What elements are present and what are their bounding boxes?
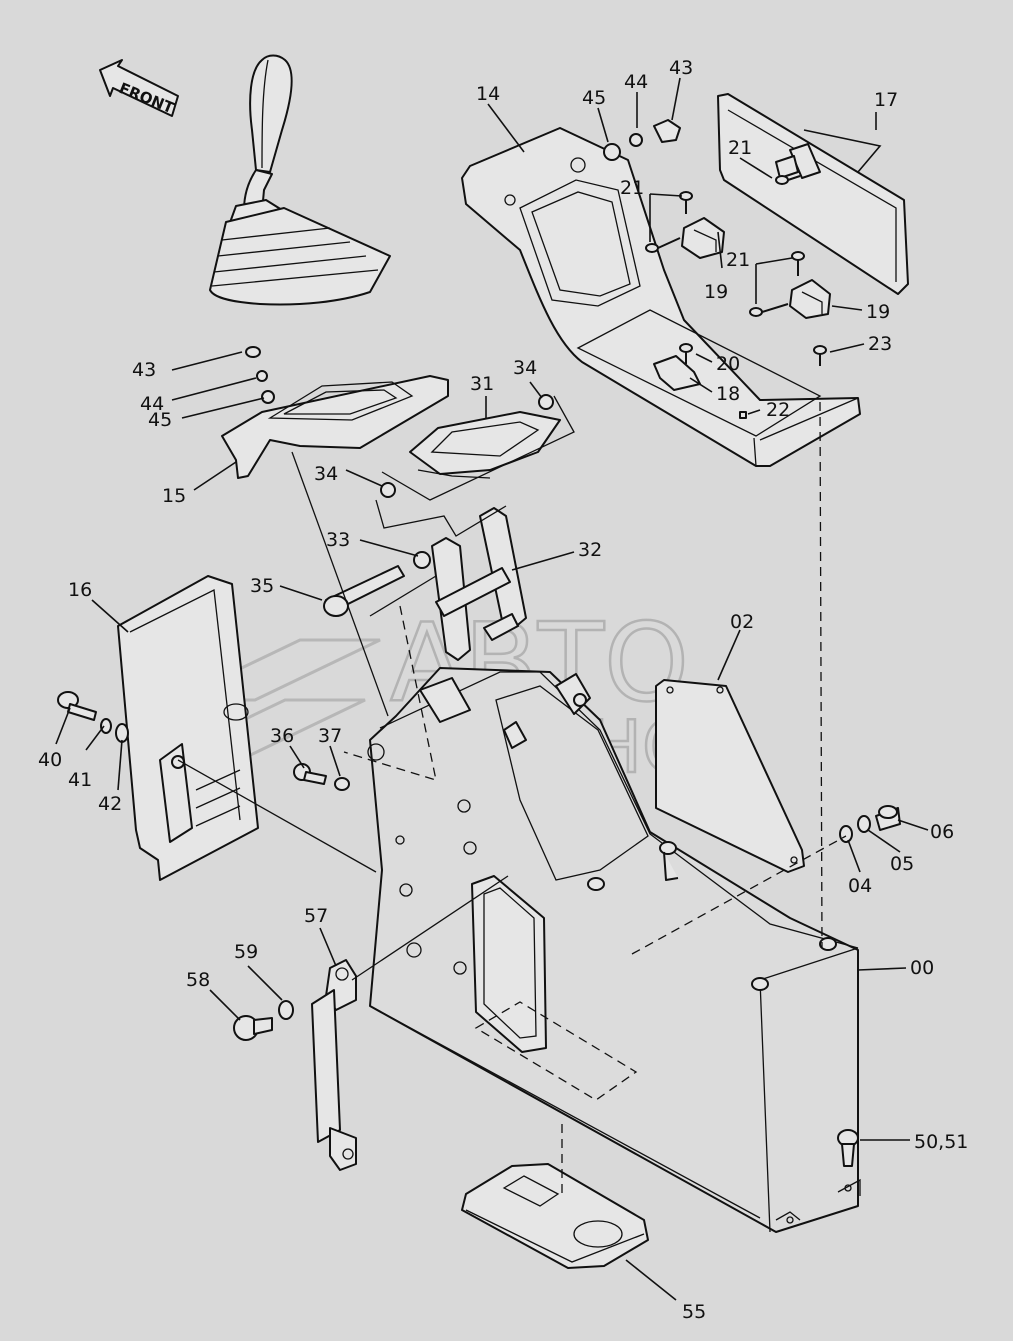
callout-21: 21 bbox=[728, 137, 752, 159]
assembly-lines bbox=[177, 395, 847, 1196]
handle-57 bbox=[311, 959, 357, 1171]
gear-lever bbox=[209, 54, 391, 306]
callout-02: 02 bbox=[730, 611, 754, 633]
callout-45: 45 bbox=[148, 409, 172, 431]
callout-14: 14 bbox=[476, 83, 500, 105]
plate-31 bbox=[380, 394, 561, 498]
callout-19: 19 bbox=[866, 301, 890, 323]
callout-50-51: 50,51 bbox=[914, 1131, 968, 1153]
callout-44: 44 bbox=[140, 393, 164, 415]
cover-plate-02 bbox=[655, 679, 805, 873]
bolt-50-51 bbox=[837, 1129, 859, 1167]
washer-05 bbox=[857, 815, 871, 833]
bolt-06 bbox=[875, 805, 901, 831]
callout-21: 21 bbox=[726, 249, 750, 271]
floor-mat-55 bbox=[461, 1163, 649, 1269]
callout-36: 36 bbox=[270, 725, 294, 747]
callout-32: 32 bbox=[578, 539, 602, 561]
callout-57: 57 bbox=[304, 905, 328, 927]
callout-33: 33 bbox=[326, 529, 350, 551]
callout-42: 42 bbox=[98, 793, 122, 815]
callout-06: 06 bbox=[930, 821, 954, 843]
clip-19-lower bbox=[789, 279, 831, 319]
callout-15: 15 bbox=[162, 485, 186, 507]
callout-18: 18 bbox=[716, 383, 740, 405]
callout-43: 43 bbox=[669, 57, 693, 79]
bolt-58 bbox=[233, 1015, 273, 1041]
callout-00: 00 bbox=[910, 957, 934, 979]
callout-37: 37 bbox=[318, 725, 342, 747]
console-body-00 bbox=[367, 667, 861, 1233]
upper-cover-14 bbox=[461, 127, 861, 467]
callout-59: 59 bbox=[234, 941, 258, 963]
callout-45: 45 bbox=[582, 87, 606, 109]
callout-17: 17 bbox=[874, 89, 898, 111]
callout-55: 55 bbox=[682, 1301, 706, 1323]
callout-34: 34 bbox=[513, 357, 537, 379]
washer-37 bbox=[334, 777, 350, 791]
callout-05: 05 bbox=[890, 853, 914, 875]
callout-20: 20 bbox=[716, 353, 740, 375]
screws-upper bbox=[603, 119, 827, 419]
bolt-40 bbox=[57, 691, 97, 721]
leader-lines bbox=[55, 77, 929, 1301]
callout-43: 43 bbox=[132, 359, 156, 381]
callout-19: 19 bbox=[704, 281, 728, 303]
callouts: 43 44 45 14 17 21 21 21 19 19 20 23 18 2… bbox=[38, 57, 968, 1323]
washer-42 bbox=[115, 723, 129, 743]
callout-34: 34 bbox=[314, 463, 338, 485]
callout-41: 41 bbox=[68, 769, 92, 791]
callout-35: 35 bbox=[250, 575, 274, 597]
callout-16: 16 bbox=[68, 579, 92, 601]
callout-58: 58 bbox=[186, 969, 210, 991]
console-plate-15 bbox=[221, 346, 449, 479]
callout-22: 22 bbox=[766, 399, 790, 421]
bolt-36 bbox=[293, 763, 327, 785]
callout-31: 31 bbox=[470, 373, 494, 395]
bracket-panel-17 bbox=[717, 93, 909, 295]
callout-04: 04 bbox=[848, 875, 872, 897]
washer-41 bbox=[100, 718, 112, 734]
callout-44: 44 bbox=[624, 71, 648, 93]
callout-21: 21 bbox=[620, 177, 644, 199]
callout-23: 23 bbox=[868, 333, 892, 355]
washer-59 bbox=[278, 1000, 294, 1020]
washer-04 bbox=[839, 825, 853, 843]
front-arrow-icon: FRONT bbox=[99, 59, 179, 117]
watermark-line1: АВТО bbox=[390, 601, 689, 726]
clip-19-upper bbox=[681, 217, 725, 259]
callout-40: 40 bbox=[38, 749, 62, 771]
side-panel-16 bbox=[117, 575, 259, 881]
